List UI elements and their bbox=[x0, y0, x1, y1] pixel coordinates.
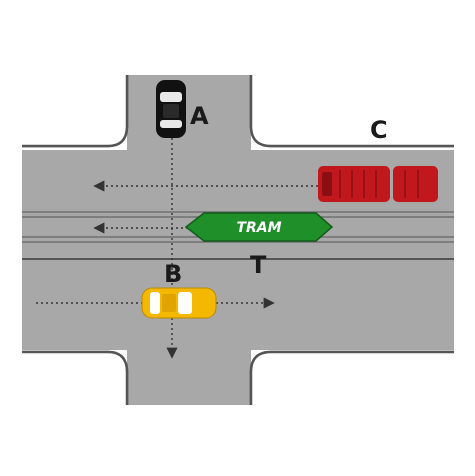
label-b: B bbox=[164, 260, 182, 288]
truck-c bbox=[318, 166, 438, 202]
tram-tracks bbox=[22, 211, 454, 260]
label-c: C bbox=[370, 116, 388, 144]
tram: TRAM bbox=[184, 212, 334, 242]
label-tram-sign-t: T bbox=[250, 251, 267, 279]
label-a: A bbox=[190, 102, 209, 130]
car-a bbox=[156, 80, 186, 138]
path-lines bbox=[36, 138, 318, 359]
tram-text: TRAM bbox=[236, 220, 281, 236]
car-b bbox=[141, 287, 217, 319]
